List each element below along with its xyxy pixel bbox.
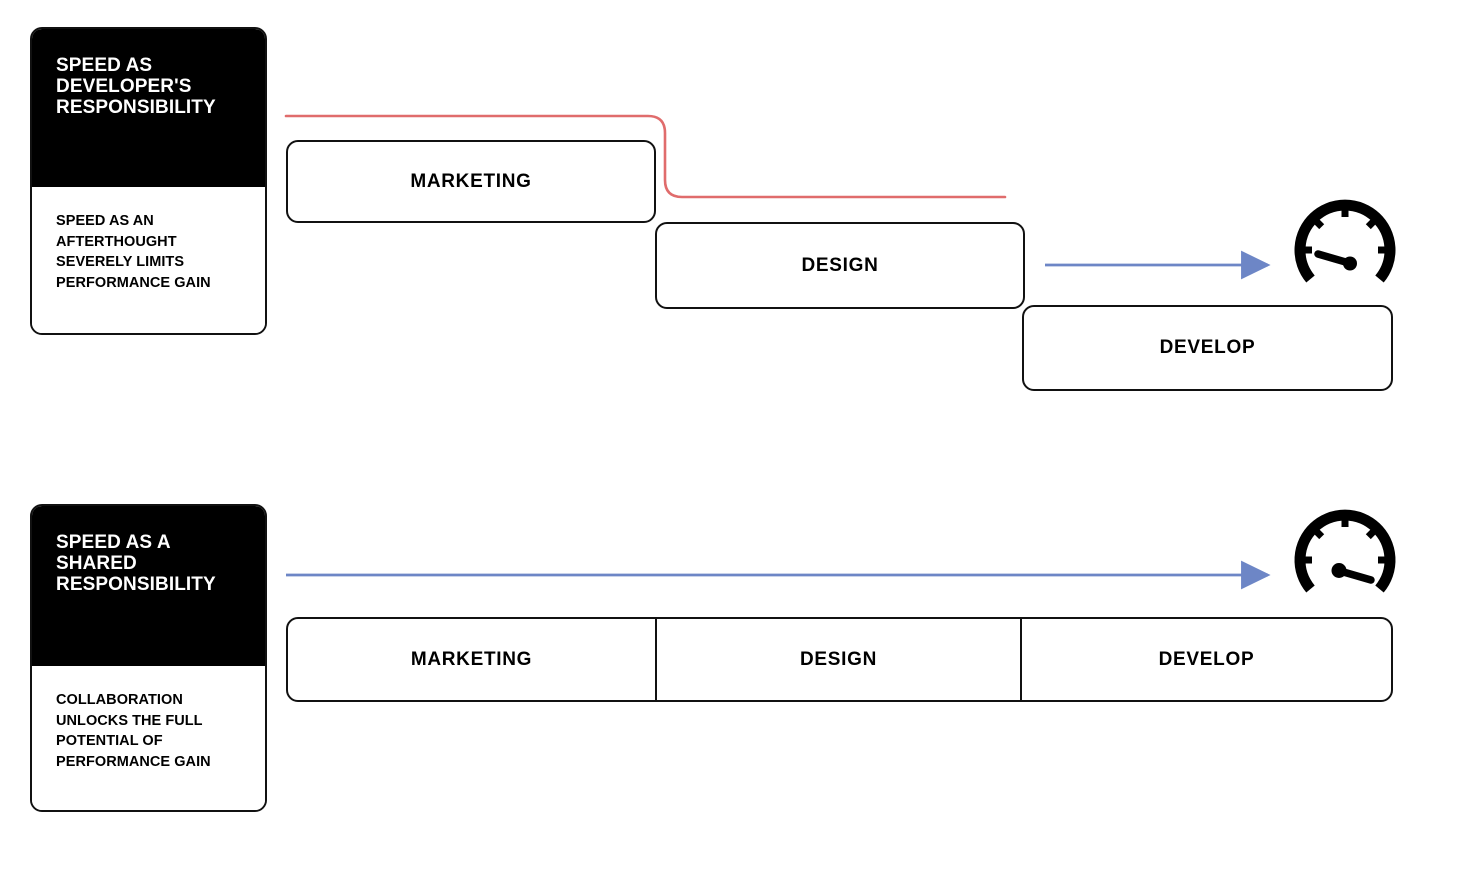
card-header-bottom: SPEED AS A SHARED RESPONSIBILITY bbox=[32, 506, 265, 666]
card-heading-bottom: SPEED AS A SHARED RESPONSIBILITY bbox=[56, 532, 216, 596]
phase-bar-shared: MARKETING DESIGN DEVELOP bbox=[286, 617, 1393, 702]
phase-box-design-top[interactable]: DESIGN bbox=[655, 222, 1025, 309]
card-speed-as-a-shared-responsibility: SPEED AS A SHARED RESPONSIBILITY COLLABO… bbox=[30, 504, 267, 812]
card-body-top: SPEED AS AN AFTERTHOUGHT SEVERELY LIMITS… bbox=[32, 187, 265, 333]
card-body-text-bottom: COLLABORATION UNLOCKS THE FULL POTENTIAL… bbox=[56, 692, 211, 771]
phase-segment-marketing-bottom[interactable]: MARKETING bbox=[410, 648, 533, 670]
card-body-bottom: COLLABORATION UNLOCKS THE FULL POTENTIAL… bbox=[32, 666, 265, 810]
card-header-top: SPEED AS DEVELOPER'S RESPONSIBILITY bbox=[32, 29, 265, 187]
card-speed-as-developers-responsibility: SPEED AS DEVELOPER'S RESPONSIBILITY SPEE… bbox=[30, 27, 267, 335]
red-step-down-line bbox=[284, 114, 1007, 199]
card-heading-top: SPEED AS DEVELOPER'S RESPONSIBILITY bbox=[56, 55, 216, 119]
phase-segment-develop-bottom[interactable]: DEVELOP bbox=[1158, 648, 1255, 670]
speedometer-high-icon bbox=[1294, 509, 1396, 593]
phase-box-develop-top[interactable]: DEVELOP bbox=[1022, 305, 1393, 391]
phase-segment-design-bottom[interactable]: DESIGN bbox=[655, 619, 1022, 700]
phase-box-marketing-top[interactable]: MARKETING bbox=[286, 140, 656, 223]
card-body-text-top: SPEED AS AN AFTERTHOUGHT SEVERELY LIMITS… bbox=[56, 213, 211, 292]
speedometer-low-icon bbox=[1294, 199, 1396, 283]
